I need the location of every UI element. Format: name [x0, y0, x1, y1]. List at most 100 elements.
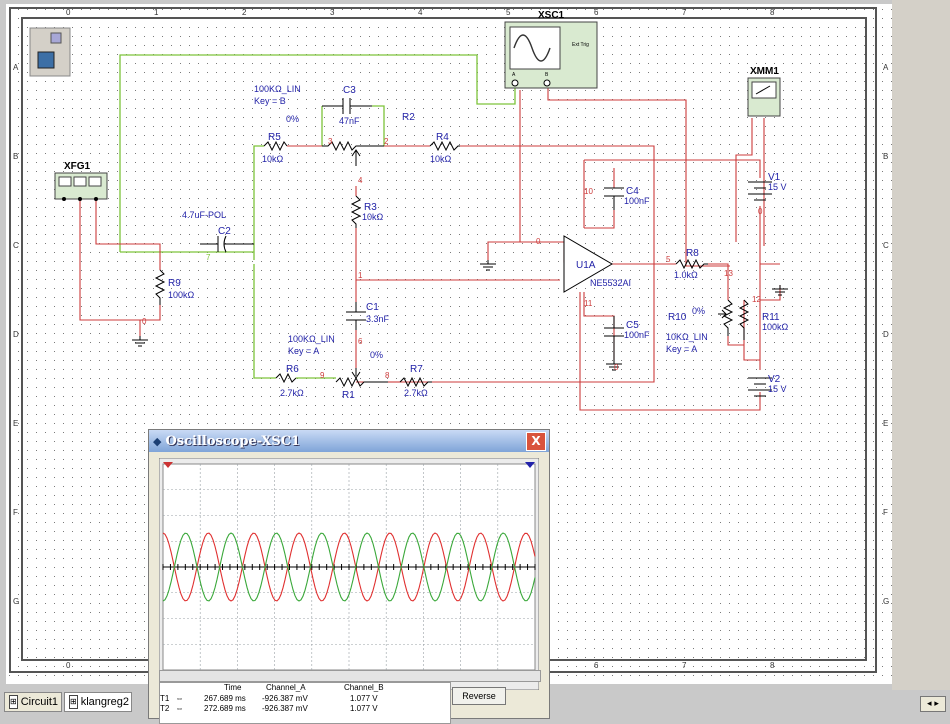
label-r1-pct: 0% [370, 350, 383, 360]
node-label: 1 [358, 271, 363, 280]
label-v1: V1 [768, 172, 781, 183]
ruler-row-label: F [883, 508, 888, 517]
node-label: 6 [358, 337, 363, 346]
label-xsc1-ch-a: A [512, 72, 516, 78]
ruler-col-label: 8 [770, 661, 775, 670]
scroll-arrows[interactable]: ◂ ▸ [920, 696, 946, 712]
label-xsc1-trig: Ext Trig [572, 42, 589, 48]
label-c5: C5 [626, 320, 639, 331]
reverse-button[interactable]: Reverse [452, 687, 506, 705]
function-generator-xfg1[interactable] [54, 172, 108, 201]
ruler-col-label: 3 [330, 8, 335, 17]
label-c5-val: 100nF [624, 330, 650, 340]
label-r5: R5 [268, 132, 281, 143]
label-r4-val: 10kΩ [430, 154, 452, 164]
node-label: 10 [584, 187, 593, 196]
resistor-r3 [350, 195, 362, 228]
label-r3-val: 10kΩ [362, 212, 384, 222]
label-r2: R2 [402, 112, 415, 123]
ruler-row-label: E [13, 419, 18, 428]
oscilloscope-window[interactable]: ◆ Oscilloscope-XSC1 X [148, 429, 550, 724]
tab-circuit1[interactable]: ⊞ Circuit1 [4, 692, 62, 712]
label-r1-val: 100KΩ_LIN [288, 334, 335, 344]
label-xsc1: XSC1 [538, 10, 565, 21]
oscilloscope-xsc1[interactable] [504, 21, 598, 89]
node-label: 9 [320, 371, 325, 380]
cursor-t1-marker[interactable] [163, 462, 173, 468]
ground-4 [772, 285, 788, 296]
label-c3: C3 [343, 85, 356, 96]
resistor-r9 [154, 269, 166, 305]
oscilloscope-screen[interactable] [159, 458, 539, 690]
cursor-t2-marker[interactable] [525, 462, 535, 468]
label-c2-val: 4.7uF-POL [182, 210, 226, 220]
label-r10-key: Key = A [666, 344, 697, 354]
ruler-row-label: C [13, 241, 19, 250]
node-label: 4 [358, 176, 363, 185]
label-v2: V2 [768, 374, 781, 385]
ruler-row-label: B [883, 152, 888, 161]
label-r11-val: 100kΩ [762, 322, 789, 332]
readout-header-channel-a: Channel_A [266, 683, 306, 692]
ruler-row-label: C [883, 241, 889, 250]
ruler-row-label: D [883, 330, 889, 339]
cursor-arrows-icon[interactable]: ⇔ [175, 704, 184, 713]
ruler-row-label: G [13, 597, 19, 606]
resistor-r11 [738, 299, 750, 340]
label-r8: R8 [686, 248, 699, 259]
opamp-u1a [563, 235, 613, 293]
label-r10: R10 [668, 312, 687, 323]
cursor-arrows-icon[interactable]: ⇔ [175, 694, 184, 703]
ruler-row-label: D [13, 330, 19, 339]
label-v1-val: 15 V [768, 182, 787, 192]
ground-1 [132, 336, 148, 347]
resistor-r8 [675, 258, 708, 270]
node-label: 8 [385, 371, 390, 380]
ruler-col-label: 7 [682, 8, 687, 17]
label-c1: C1 [366, 302, 379, 313]
potentiometer-r2 [322, 140, 384, 152]
label-c4-val: 100nF [624, 196, 650, 206]
label-xsc1-ch-b: B [545, 72, 549, 78]
label-xfg1: XFG1 [64, 161, 91, 172]
node-label: 0 [536, 237, 541, 246]
label-xmm1: XMM1 [750, 66, 779, 77]
cursor-channel-b: 1.077 V [350, 704, 378, 713]
ruler-row-label: F [13, 508, 18, 517]
oscilloscope-titlebar[interactable]: ◆ Oscilloscope-XSC1 X [149, 430, 549, 452]
close-button[interactable]: X [526, 432, 546, 451]
label-r6: R6 [286, 364, 299, 375]
circuit-icon: ⊞ [9, 695, 18, 709]
node-label: 3 [328, 137, 333, 146]
node-label: 11 [584, 299, 593, 308]
resistor-r4 [429, 140, 460, 152]
label-v2-val: 15 V [768, 384, 787, 394]
ruler-row-label: A [13, 63, 19, 72]
channel-a-trace [162, 532, 536, 602]
scope-scrollbar[interactable] [159, 670, 541, 682]
circuit-icon: ⊞ [69, 695, 78, 709]
label-u1a-val: NE5532AI [590, 278, 631, 288]
label-r10-val: 10KΩ_LIN [666, 332, 708, 342]
mini-toolbar[interactable] [29, 27, 71, 77]
label-r2-pct: 0% [286, 114, 299, 124]
readout-header-time: Time [224, 683, 242, 692]
tab-klangreg2[interactable]: ⊞ klangreg2 [64, 692, 132, 712]
ruler-row-label: B [13, 152, 18, 161]
label-r5-val: 10kΩ [262, 154, 284, 164]
readout-row-t2: T2 ⇔ 272.689 ms -926.387 mV 1.077 V [160, 704, 378, 713]
node-label: 7 [206, 253, 211, 262]
label-r1: R1 [342, 390, 355, 401]
cursor-label: T2 [160, 704, 170, 713]
cursor-channel-a: -926.387 mV [262, 694, 308, 703]
cursor-time: 272.689 ms [204, 704, 246, 713]
potentiometer-r1 [335, 376, 388, 388]
ruler-col-label: 0 [66, 8, 71, 17]
multimeter-xmm1[interactable] [747, 77, 781, 117]
ground-3 [606, 360, 622, 371]
label-r9: R9 [168, 278, 181, 289]
ruler-col-label: 2 [242, 8, 247, 17]
label-r1-key: Key = A [288, 346, 319, 356]
cursor-time: 267.689 ms [204, 694, 246, 703]
